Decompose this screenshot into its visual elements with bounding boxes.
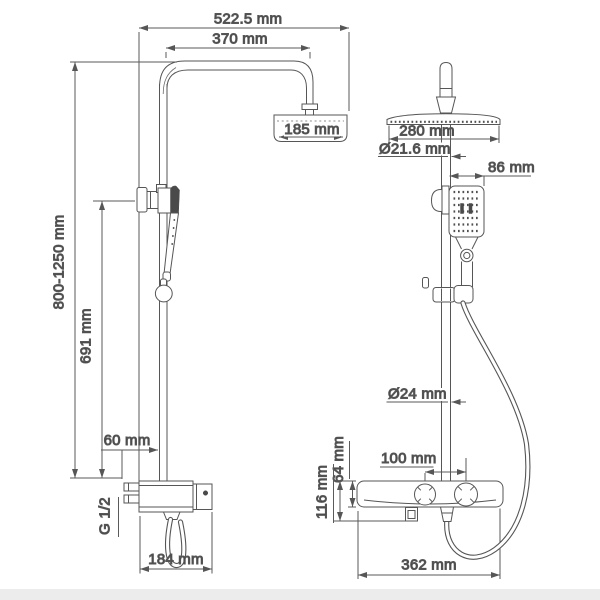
- overhead-diameter-right-label: 280 mm: [399, 123, 454, 140]
- wall-offset-label: 60 mm: [104, 432, 151, 449]
- label-mask-24: [386, 388, 448, 401]
- panel-total-height-label: 116 mm: [314, 465, 331, 519]
- dim-overhead-diameter-left: 185 mm: [279, 121, 343, 140]
- slide-bracket-front: [422, 277, 474, 304]
- page-edge-strip: [0, 589, 600, 600]
- hang-ring-outer: [460, 248, 474, 263]
- arm-outer-contour: [159, 60, 314, 104]
- drawing-root: 522.5 mm 370 mm 800-1250 mm 691 mm 185 m…: [0, 10, 600, 600]
- dim-base-depth: 184 mm: [139, 512, 213, 574]
- bracket-nut: [146, 191, 159, 209]
- arm-connector-upper: [301, 103, 318, 110]
- wall-bracket: [136, 184, 173, 214]
- base-depth-label: 184 mm: [148, 551, 203, 568]
- panel-width-label: 362 mm: [401, 557, 456, 574]
- dim-handle-spacing: 100 mm: [380, 450, 467, 481]
- right-knob-grips: [457, 486, 475, 503]
- hand-shower-face: [448, 185, 485, 238]
- overhead-diameter-left-label: 185 mm: [284, 121, 339, 138]
- inlet-connector-top: [123, 482, 140, 492]
- hand-shower-handle-side: [163, 212, 180, 275]
- handle-seam-dot: [173, 219, 176, 221]
- arm-inner-contour: [166, 69, 307, 104]
- nozzle-center-bar: [460, 203, 464, 214]
- slider-ball: [154, 284, 173, 303]
- right-view: 280 mm Ø21.6 mm 86 mm Ø24 mm: [313, 61, 535, 579]
- left-knob: [414, 483, 436, 506]
- inlet-connector-bottom: [123, 494, 140, 504]
- handle-seam-dot: [172, 227, 175, 229]
- bracket-handle-cup: [453, 285, 474, 304]
- pipe-diameter-label: Ø24 mm: [388, 386, 447, 403]
- arm-bend-shadow: [162, 67, 177, 95]
- hang-ring-inner: [463, 251, 471, 260]
- plate-collar: [435, 96, 457, 114]
- bracket-flange: [136, 187, 148, 213]
- mixer-knob-dot: [202, 490, 209, 496]
- shower-hose-front: [444, 300, 531, 560]
- dim-panel-width: 362 mm: [358, 556, 500, 578]
- hose-fitting-side: [162, 511, 181, 520]
- riser-pipe-front: [441, 124, 451, 481]
- bracket-left-block: [432, 287, 456, 303]
- slider-knob-side: [154, 278, 173, 303]
- mixer-knob-side: [192, 483, 213, 510]
- riser-diameter-label: Ø21.6 mm: [379, 141, 451, 158]
- label-mask-216: [378, 142, 448, 156]
- dim-thread-size: G 1/2: [96, 497, 119, 537]
- hose-front-core: [445, 301, 530, 559]
- handle-seam-dot: [171, 243, 174, 245]
- holder-clip: [157, 187, 173, 214]
- panel-height-label: 64 mm: [330, 436, 347, 483]
- hand-shower-clamp: [441, 185, 450, 215]
- label-mask-185: [284, 121, 340, 137]
- total-width-label: 522.5 mm: [214, 11, 282, 28]
- nozzle-center-bar: [468, 203, 473, 214]
- dim-height-range: 800-1250 mm: [50, 62, 78, 478]
- bracket-pin: [422, 277, 429, 289]
- top-handle-pill: [439, 61, 453, 98]
- slide-bar-height-label: 691 mm: [78, 308, 95, 363]
- neck-taper-right: [471, 236, 479, 250]
- outlet-spout-inner: [407, 510, 416, 519]
- shower-arm: [159, 60, 318, 116]
- neck-taper-left: [455, 236, 462, 250]
- dim-total-width: 522.5 mm: [139, 10, 349, 31]
- thread-size-label: G 1/2: [97, 497, 114, 535]
- dim-slide-bar-height: 691 mm: [77, 201, 105, 478]
- dim-riser-diameter: Ø21.6 mm: [378, 140, 466, 160]
- hose-front-outline: [444, 300, 531, 560]
- handle-spacing-label: 100 mm: [381, 450, 436, 467]
- mixer-panel-front: [356, 480, 504, 522]
- dim-hand-shower-width: 86 mm: [449, 159, 535, 186]
- dim-panel-total-height: 116 mm: [313, 464, 405, 523]
- dim-overhead-diameter-right: 280 mm: [388, 122, 500, 143]
- dim-arm-reach: 370 mm: [165, 30, 311, 59]
- overhead-shower-front: [386, 61, 501, 125]
- mixer-body-side: [123, 480, 213, 520]
- hose-side-core: [166, 518, 186, 567]
- hand-shower-width-label: 86 mm: [488, 159, 535, 176]
- hand-shower-head-side: [170, 185, 180, 214]
- left-view: 522.5 mm 370 mm 800-1250 mm 691 mm 185 m…: [50, 10, 350, 574]
- dim-wall-offset: 60 mm: [101, 432, 158, 479]
- hose-connector-front: [439, 506, 455, 522]
- hand-shower-nozzles: [453, 190, 481, 233]
- hand-shower-front: [430, 185, 485, 287]
- height-range-label: 800-1250 mm: [51, 215, 68, 310]
- dim-pipe-diameter: Ø24 mm: [386, 385, 466, 405]
- left-knob-grips: [417, 487, 433, 502]
- handle-seam-dot: [171, 235, 174, 237]
- shower-hose-side: [164, 516, 187, 569]
- right-knob: [454, 482, 478, 507]
- arm-reach-label: 370 mm: [212, 31, 267, 48]
